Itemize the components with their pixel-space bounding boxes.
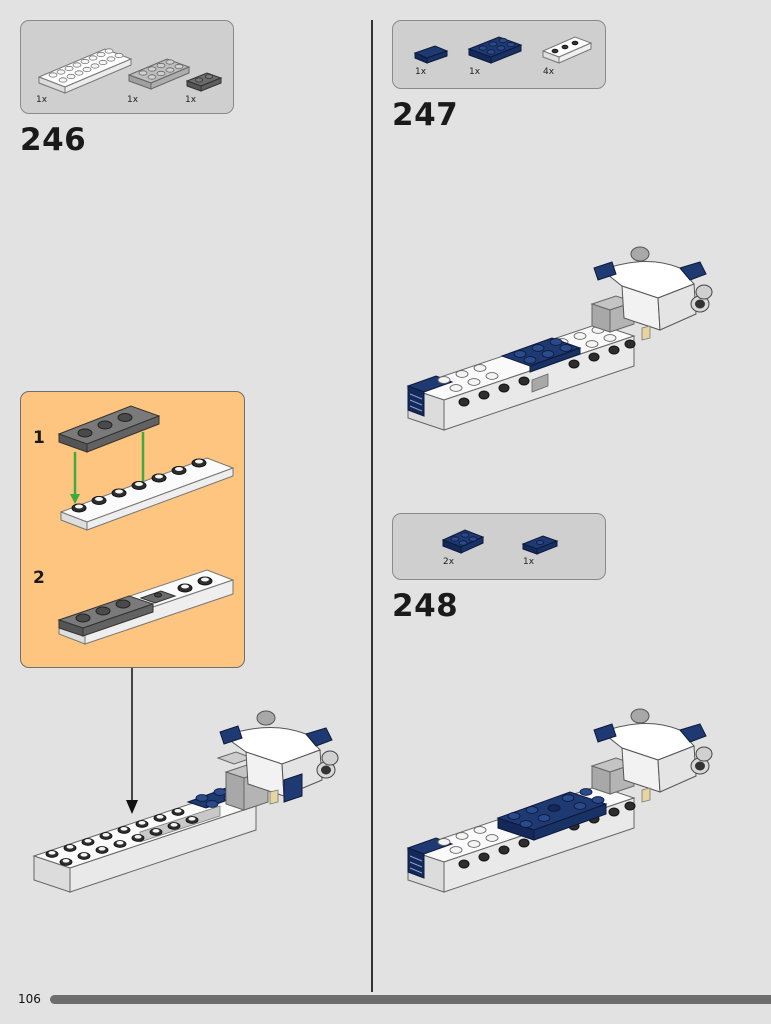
sub-step-label: 2 [33, 568, 45, 588]
part-qty: 1x [523, 557, 535, 567]
part-qty: 1x [127, 95, 139, 105]
sub-step-label: 1 [33, 428, 45, 448]
step-number: 246 [20, 122, 87, 158]
part-light-gray-plate-2x4-icon [127, 58, 191, 90]
model-step-246-illustration [32, 710, 339, 893]
part-qty: 1x [415, 67, 427, 77]
part-qty: 2x [443, 557, 455, 567]
part-white-plate-2x8-icon [37, 48, 133, 94]
model-step-248-illustration [406, 708, 713, 893]
part-dark-gray-plate-1x2-icon [185, 72, 223, 92]
column-divider [371, 20, 373, 992]
arrow-down-icon [126, 668, 138, 814]
part-qty: 4x [543, 67, 555, 77]
sub-assembly-callout: 1 2 [20, 391, 245, 668]
part-qty: 1x [36, 95, 48, 105]
step-number: 247 [392, 97, 459, 133]
part-dark-blue-plate-2x2-icon [441, 529, 485, 554]
part-dark-blue-tile-1x2-icon [413, 45, 449, 64]
part-qty: 1x [469, 67, 481, 77]
parts-list-step-248: 2x 1x [392, 513, 606, 580]
part-qty: 1x [185, 95, 197, 105]
parts-list-step-246: 1x 1x 1x [20, 20, 234, 114]
part-white-bracket-icon [541, 36, 593, 64]
step-number: 248 [392, 588, 459, 624]
sub-step-2-illustration [57, 569, 235, 645]
parts-list-step-247: 1x 1x 4x [392, 20, 606, 89]
sub-step-1-illustration [57, 405, 235, 531]
model-step-247-illustration [406, 246, 713, 431]
part-dark-blue-plate-2x3-icon [467, 36, 523, 64]
page-number: 106 [18, 992, 41, 1006]
progress-bar [50, 995, 771, 1004]
part-dark-blue-jumper-plate-icon [521, 535, 559, 555]
